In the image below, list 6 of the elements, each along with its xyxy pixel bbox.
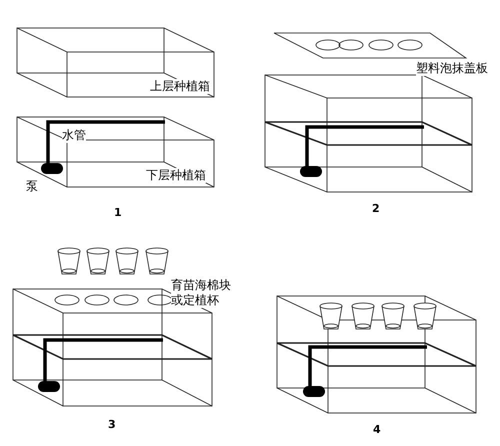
pump-label: 泵 <box>26 179 38 194</box>
pipe-label: 水管 <box>62 128 86 143</box>
cover-board-label: 塑料泡抹盖板 <box>416 61 488 76</box>
planting-box-label: 下层种植箱 <box>146 168 206 183</box>
seedling-cup-label: 育苗海棉块或定植杯 <box>171 278 232 308</box>
planting-box-label: 上层种植箱 <box>150 79 210 94</box>
